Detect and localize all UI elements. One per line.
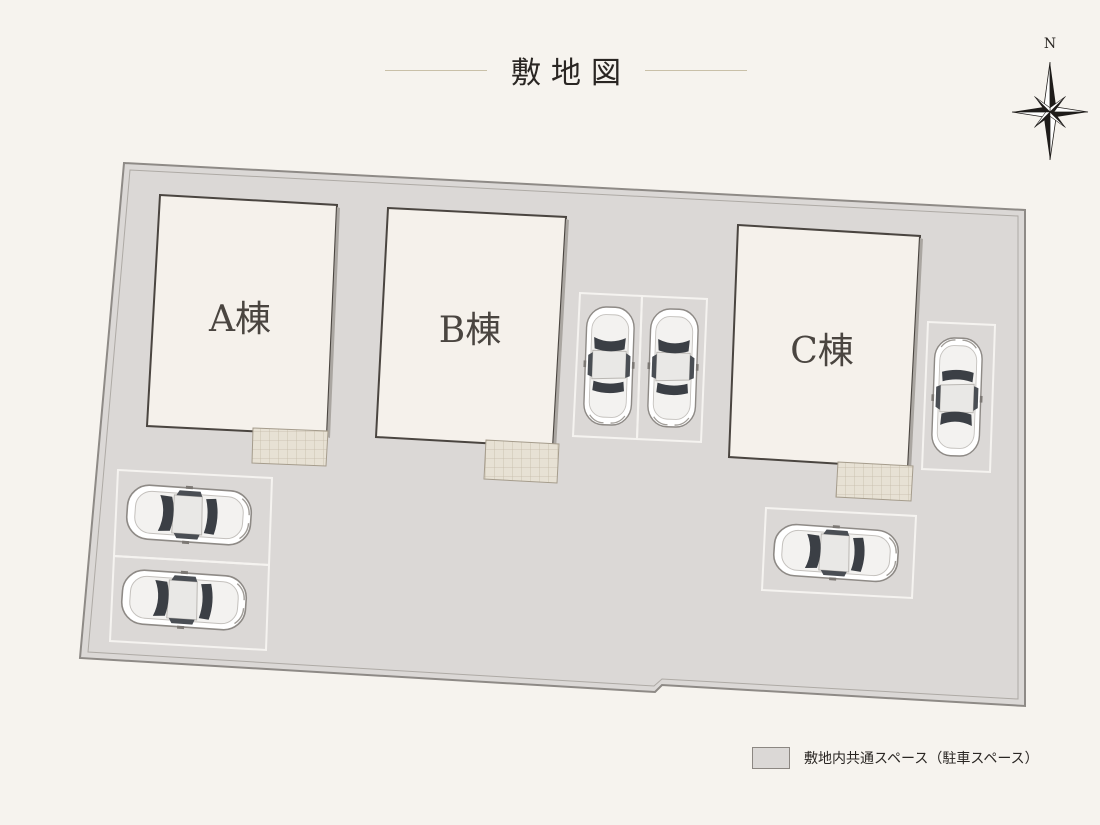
parking-space-5 bbox=[920, 320, 997, 474]
building-a-footprint bbox=[145, 193, 340, 438]
car-5 bbox=[928, 336, 986, 458]
parking-space-2 bbox=[108, 554, 271, 652]
building-a-entrance bbox=[251, 427, 329, 467]
building-b-label: B棟 bbox=[438, 310, 502, 351]
car-3 bbox=[580, 305, 638, 427]
title-bar: 敷地図 bbox=[385, 48, 747, 92]
page-title: 敷地図 bbox=[511, 56, 631, 91]
legend-swatch bbox=[752, 747, 790, 769]
title-divider-right bbox=[645, 69, 747, 71]
parking-space-6 bbox=[760, 506, 918, 600]
building-b-footprint bbox=[374, 206, 569, 450]
building-c-label: C棟 bbox=[790, 331, 854, 372]
car-4 bbox=[644, 307, 702, 429]
compass-rose-icon: N bbox=[1010, 36, 1090, 160]
title-divider-left bbox=[385, 69, 487, 71]
building-c-entrance bbox=[835, 461, 914, 502]
car-2 bbox=[119, 565, 249, 635]
legend-label: 敷地内共通スペース（駐車スペース） bbox=[804, 751, 1039, 767]
building-a-label: A棟 bbox=[209, 299, 271, 340]
north-label: N bbox=[1043, 36, 1057, 52]
legend: 敷地内共通スペース（駐車スペース） bbox=[752, 746, 1039, 770]
car-1 bbox=[124, 480, 254, 550]
building-b-entrance bbox=[483, 439, 560, 484]
parking-space-4 bbox=[635, 294, 709, 444]
car-6 bbox=[771, 520, 901, 586]
